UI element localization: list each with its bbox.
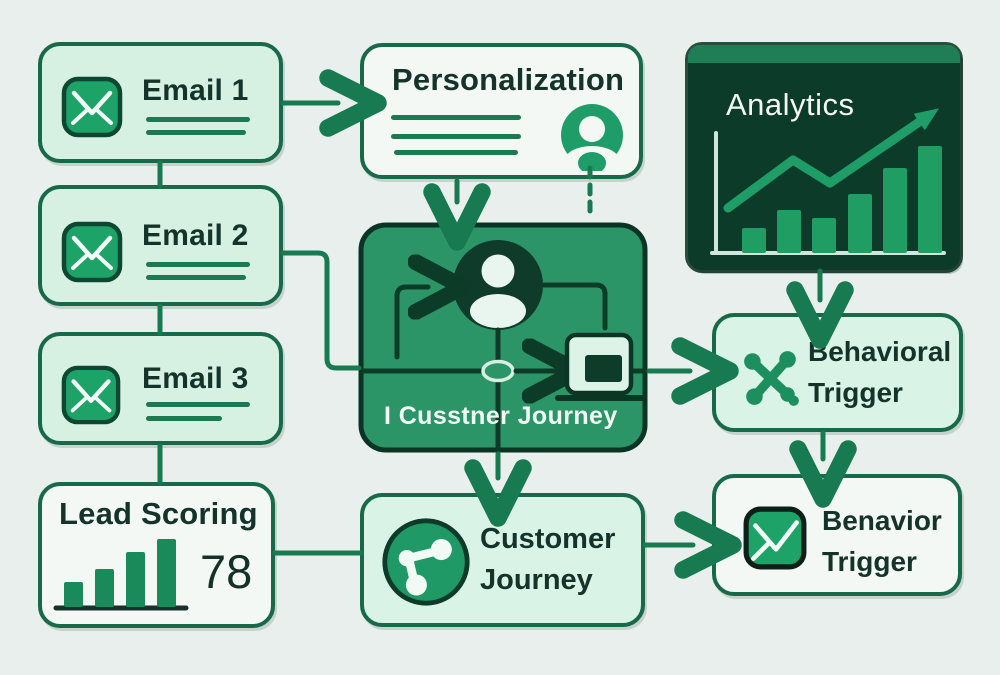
analytics-bar (777, 210, 801, 253)
email1-title: Email 1 (142, 74, 249, 107)
lead-scoring-bar (95, 569, 114, 607)
lead-scoring-node: Lead Scoring 78 (38, 482, 275, 628)
flow-node-ellipse (481, 359, 515, 383)
email2-node: Email 2 (38, 185, 283, 306)
email1-underline (146, 117, 250, 122)
customer-journey-line1: Customer (480, 523, 616, 555)
journey-map-node: I Cusstner Journey (358, 222, 648, 453)
personalization-text-line (391, 134, 521, 139)
lead-scoring-bar (64, 582, 83, 607)
analytics-bar (883, 168, 907, 253)
lead-scoring-title: Lead Scoring (59, 496, 258, 531)
lead-scoring-bar (126, 552, 145, 607)
behavior-trigger-node: Benavior Trigger (712, 474, 962, 596)
behavioral-trigger-label: Behavioral Trigger (808, 331, 951, 413)
envelope-icon (61, 221, 123, 283)
behavioral-trigger-node: Behavioral Trigger (712, 313, 963, 432)
analytics-node: Analytics (688, 45, 960, 270)
laptop-icon (555, 332, 647, 401)
envelope-icon (743, 506, 807, 570)
behavior-trigger-line1: Benavior (822, 505, 942, 536)
analytics-bar (742, 228, 766, 253)
behavior-trigger-line2: Trigger (822, 546, 917, 577)
envelope-icon (61, 76, 123, 138)
analytics-topbar (688, 45, 960, 63)
envelope-icon (61, 365, 121, 425)
dashboard-chart-icon (710, 108, 946, 255)
email2-underline (146, 262, 250, 267)
analytics-bar (848, 194, 872, 253)
arrow-to-person (394, 287, 428, 360)
personalization-text-line (391, 115, 521, 120)
lead-score-value: 78 (200, 545, 253, 598)
email1-node: Email 1 (38, 42, 283, 163)
email2-title: Email 2 (142, 219, 249, 252)
email1-underline (146, 130, 246, 135)
analytics-title: Analytics (726, 87, 855, 122)
behavioral-trigger-line2: Trigger (808, 377, 903, 408)
lead-scoring-bar (157, 539, 176, 607)
analytics-trend-line (723, 108, 940, 213)
analytics-bar (812, 218, 836, 253)
personalization-node: Personalization (360, 43, 643, 179)
analytics-bar (918, 146, 942, 253)
behavioral-trigger-line1: Behavioral (808, 336, 952, 367)
customer-journey-line2: Journey (480, 564, 593, 596)
customer-journey-label: Customer Journey (480, 519, 615, 601)
connector-email2-journeymap (280, 250, 362, 371)
personalization-text-line (394, 150, 518, 155)
person-icon (561, 104, 623, 171)
email3-node: Email 3 (38, 332, 283, 445)
email3-title: Email 3 (142, 362, 249, 395)
person-to-laptop-line (541, 282, 608, 331)
journey-map-title: I Cusstner Journey (384, 402, 618, 430)
customer-journey-node: Customer Journey (360, 493, 645, 627)
bar-chart-icon (53, 539, 189, 611)
share-path-icon (382, 518, 470, 606)
email3-underline (146, 416, 222, 421)
email2-underline (146, 275, 246, 280)
behavior-trigger-label: Benavior Trigger (822, 500, 942, 582)
network-nodes-icon (744, 351, 799, 406)
email3-underline (146, 402, 250, 407)
personalization-title: Personalization (392, 62, 625, 97)
